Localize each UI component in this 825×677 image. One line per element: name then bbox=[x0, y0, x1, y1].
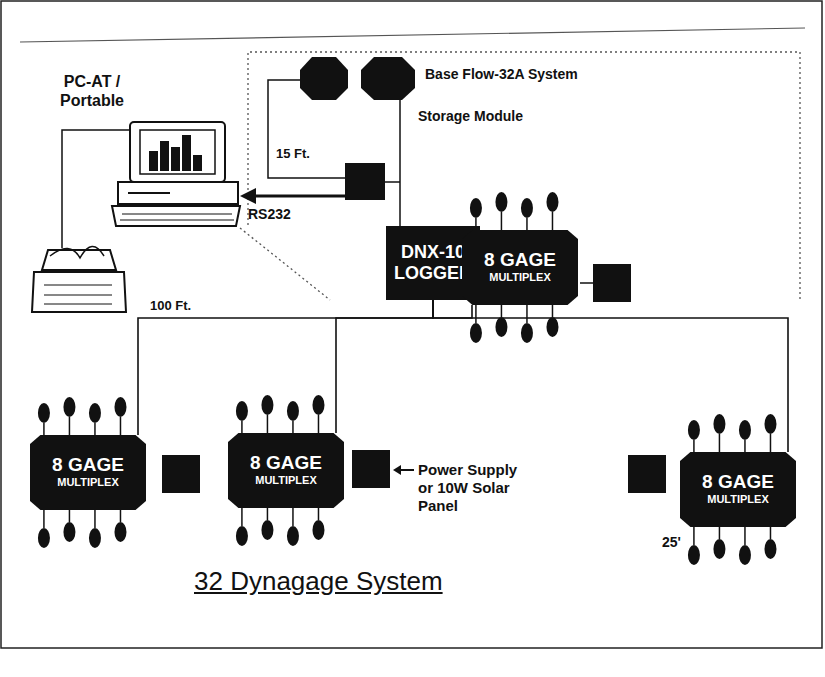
annotation-label: 100 Ft. bbox=[150, 298, 220, 314]
page-frame bbox=[1, 1, 822, 648]
multiplex-box: 8 GAGEMULTIPLEX bbox=[462, 230, 578, 305]
dotted-region bbox=[248, 52, 800, 300]
serial-cable bbox=[268, 80, 345, 178]
annotation-label: PC-AT / Portable bbox=[42, 72, 142, 110]
box-title: 8 GAGE bbox=[250, 453, 322, 474]
box-title: 8 GAGE bbox=[484, 250, 556, 271]
octagon-unit bbox=[300, 57, 348, 100]
multiplex-box: 8 GAGEMULTIPLEX bbox=[30, 435, 146, 510]
printer-cable bbox=[62, 130, 130, 248]
arrow-head bbox=[240, 188, 256, 204]
power-block bbox=[162, 455, 200, 493]
multiplex-box: 8 GAGEMULTIPLEX bbox=[228, 433, 344, 508]
gauge-group bbox=[38, 192, 777, 565]
annotation-label: Base Flow-32A System bbox=[425, 66, 645, 83]
base-wire bbox=[399, 100, 401, 226]
storage-module-block bbox=[345, 163, 385, 200]
dotted-leader bbox=[240, 228, 330, 300]
arrow-head bbox=[393, 465, 401, 475]
diagram-title: 32 Dynagage System bbox=[194, 566, 443, 597]
power-wire bbox=[580, 282, 593, 284]
box-title: 8 GAGE bbox=[52, 455, 124, 476]
annotation-label: Storage Module bbox=[418, 108, 578, 125]
bus-connector bbox=[138, 300, 433, 435]
bus-connector bbox=[336, 300, 433, 433]
power-block bbox=[593, 264, 631, 302]
computer-icon bbox=[112, 122, 240, 226]
box-title: 8 GAGE bbox=[702, 472, 774, 493]
power-block bbox=[352, 450, 390, 488]
multiplex-box: 8 GAGEMULTIPLEX bbox=[680, 452, 796, 527]
printer-icon bbox=[32, 246, 126, 312]
box-subtitle: MULTIPLEX bbox=[57, 476, 119, 489]
rs232-arrow bbox=[252, 195, 345, 198]
annotation-label: 15 Ft. bbox=[276, 146, 336, 162]
box-subtitle: MULTIPLEX bbox=[489, 271, 551, 284]
box-subtitle: MULTIPLEX bbox=[707, 493, 769, 506]
bus-connector bbox=[433, 300, 472, 318]
top-rule bbox=[20, 28, 805, 42]
annotation-label: RS232 bbox=[248, 206, 318, 223]
annotation-label: 25' bbox=[662, 534, 686, 551]
power-block bbox=[628, 455, 666, 493]
annotation-label: Power Supply or 10W Solar Panel bbox=[418, 461, 530, 515]
box-subtitle: MULTIPLEX bbox=[255, 474, 317, 487]
bus-connector bbox=[433, 300, 788, 452]
octagon-unit bbox=[361, 57, 415, 100]
base-wire bbox=[385, 181, 400, 183]
